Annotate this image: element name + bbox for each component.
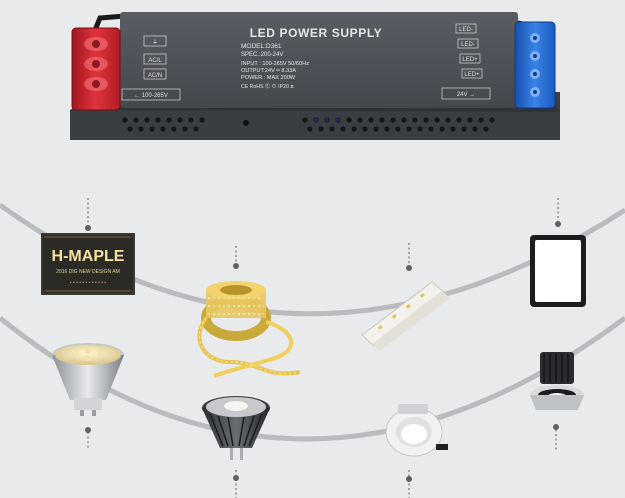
mr16-lamp-icon	[202, 396, 270, 460]
downlight-icon	[385, 404, 448, 457]
input-range-box	[121, 88, 181, 101]
gu10-spotlight-icon	[52, 343, 124, 416]
led-strip-reel-icon	[197, 281, 301, 378]
terminal-label-led-plus-1: LED+	[462, 57, 478, 63]
output-terminal-labels: LED- LED- LED+ LED+	[455, 23, 483, 79]
power-supply-top-face	[120, 12, 518, 108]
output-voltage-box	[441, 87, 491, 100]
led-sign-icon: H-MAPLE 2016 DIG NEW DESIGN AM • • • • •…	[41, 233, 135, 295]
sign-subline-text: • • • • • • • • • • • •	[70, 280, 107, 286]
input-terminal-labels: ⏚ AC/L AC/N	[143, 35, 167, 80]
led-power-supply: ⏚ AC/L AC/N LED- LED- LED+ LED+ LED POWE…	[70, 12, 560, 140]
input-terminal-block	[71, 27, 121, 111]
terminal-label-led-plus-2: LED+	[464, 72, 480, 78]
connector-lines	[85, 198, 561, 498]
terminal-label-led-minus-2: LED-	[461, 42, 475, 48]
terminal-label-acn: AC/N	[148, 73, 162, 79]
sign-tagline-text: 2016 DIG NEW DESIGN AM	[56, 269, 120, 275]
model-number: MODEL:D361	[241, 43, 282, 50]
input-range-label: ← 100-265V	[134, 93, 168, 99]
power-supply-specs: LED POWER SUPPLY MODEL:D361 SPEC.:200-24…	[241, 26, 382, 90]
output-terminal-block	[514, 21, 556, 109]
output-spec: OUTPUT:24V ━ 8.33A	[241, 68, 296, 74]
panel-light-icon	[530, 235, 586, 307]
product-title: LED POWER SUPPLY	[250, 26, 383, 40]
terminal-label-acl: AC/L	[148, 58, 162, 64]
led-bar-icon	[361, 281, 450, 351]
sign-brand-text: H-MAPLE	[52, 248, 125, 265]
power-spec: POWER : MAX 200W	[241, 75, 296, 81]
terminal-label-led-minus-1: LED-	[459, 27, 473, 33]
spec-line: SPEC.:200-24V	[241, 52, 283, 58]
certification-marks: CE RoHS Ⓔ ⊙ IP20 ⧖	[241, 82, 294, 90]
input-spec: INPUT : 100-265V 50/60Hz	[241, 61, 309, 67]
track-spotlight-icon	[530, 352, 584, 410]
vent-holes	[122, 117, 495, 132]
terminal-label-ground: ⏚	[152, 39, 158, 46]
output-voltage-label: 24V →	[457, 92, 475, 98]
